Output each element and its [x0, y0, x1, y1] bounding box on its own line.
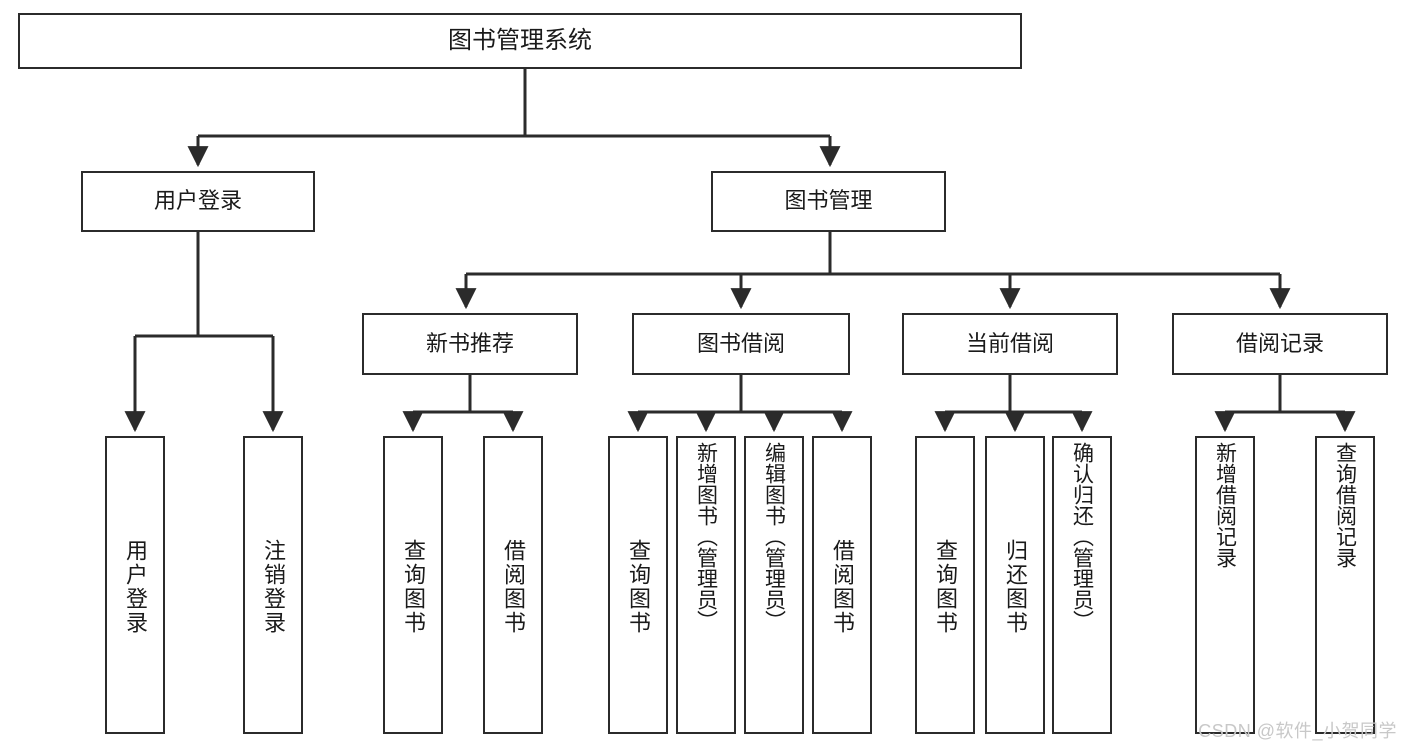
node-leaf-query-book-1-label: 查询图书	[401, 539, 426, 635]
node-leaf-add-book-admin[interactable]: 新增图书（管理员）	[676, 436, 736, 734]
node-user-login-label: 用户登录	[153, 188, 242, 214]
node-leaf-query-borrow-record[interactable]: 查询借阅记录	[1315, 436, 1375, 734]
node-leaf-confirm-return-admin[interactable]: 确认归还（管理员）	[1052, 436, 1112, 734]
node-leaf-query-book-3[interactable]: 查询图书	[915, 436, 975, 734]
node-book-management[interactable]: 图书管理	[711, 171, 946, 232]
node-leaf-logout-login-label: 注销登录	[261, 539, 286, 635]
node-root-system[interactable]: 图书管理系统	[18, 13, 1022, 69]
node-leaf-borrow-book-1[interactable]: 借阅图书	[483, 436, 543, 734]
node-book-borrow-label: 图书借阅	[696, 330, 785, 356]
node-root-label: 图书管理系统	[448, 26, 592, 54]
node-leaf-borrow-book-2-label: 借阅图书	[830, 539, 855, 635]
node-leaf-return-book-label: 归还图书	[1003, 539, 1028, 635]
node-leaf-user-login[interactable]: 用户登录	[105, 436, 165, 734]
node-leaf-edit-book-admin-label: 编辑图书（管理员）	[762, 442, 786, 631]
node-leaf-add-book-admin-label: 新增图书（管理员）	[694, 442, 718, 631]
node-user-login[interactable]: 用户登录	[81, 171, 315, 232]
node-leaf-return-book[interactable]: 归还图书	[985, 436, 1045, 734]
node-current-borrow-label: 当前借阅	[965, 330, 1054, 356]
node-leaf-logout-login[interactable]: 注销登录	[243, 436, 303, 734]
node-leaf-user-login-label: 用户登录	[123, 539, 148, 635]
node-leaf-add-borrow-record[interactable]: 新增借阅记录	[1195, 436, 1255, 734]
node-new-book-recommend[interactable]: 新书推荐	[362, 313, 578, 375]
node-leaf-query-book-1[interactable]: 查询图书	[383, 436, 443, 734]
node-leaf-query-book-2[interactable]: 查询图书	[608, 436, 668, 734]
node-book-management-label: 图书管理	[784, 188, 873, 214]
node-borrow-record-label: 借阅记录	[1235, 330, 1324, 356]
node-leaf-add-borrow-record-label: 新增借阅记录	[1213, 442, 1237, 568]
node-current-borrow[interactable]: 当前借阅	[902, 313, 1118, 375]
node-leaf-borrow-book-1-label: 借阅图书	[501, 539, 526, 635]
node-leaf-confirm-return-admin-label: 确认归还（管理员）	[1070, 442, 1094, 631]
node-leaf-query-book-2-label: 查询图书	[626, 539, 651, 635]
node-borrow-record[interactable]: 借阅记录	[1172, 313, 1388, 375]
node-leaf-query-book-3-label: 查询图书	[933, 539, 958, 635]
node-leaf-edit-book-admin[interactable]: 编辑图书（管理员）	[744, 436, 804, 734]
node-new-book-recommend-label: 新书推荐	[425, 330, 514, 356]
watermark-text: CSDN @软件_小贺同学	[1198, 721, 1397, 741]
node-book-borrow[interactable]: 图书借阅	[632, 313, 850, 375]
node-leaf-query-borrow-record-label: 查询借阅记录	[1333, 442, 1357, 568]
node-leaf-borrow-book-2[interactable]: 借阅图书	[812, 436, 872, 734]
